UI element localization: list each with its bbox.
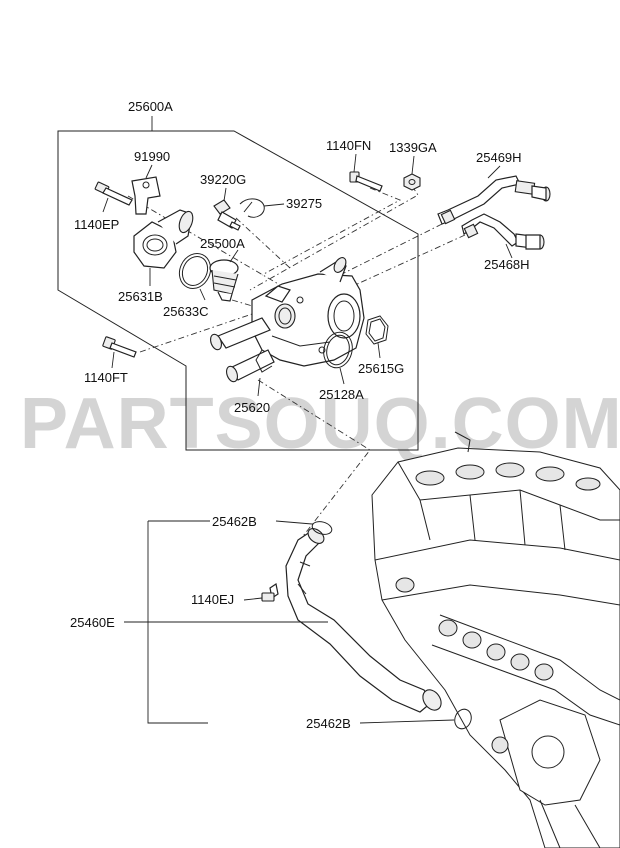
leader-25469H xyxy=(487,165,501,179)
label-25633C[interactable]: 25633C xyxy=(163,304,209,319)
label-25615G[interactable]: 25615G xyxy=(358,361,404,376)
nut-1339GA xyxy=(403,173,421,191)
leader-1140EP xyxy=(102,197,109,213)
leader-91990 xyxy=(145,164,153,179)
gasket-25615G xyxy=(365,315,389,345)
label-25469H[interactable]: 25469H xyxy=(476,150,522,165)
label-1339GA[interactable]: 1339GA xyxy=(389,140,437,155)
leader-1140FT xyxy=(111,351,115,369)
thermostat-assembly-box xyxy=(57,130,419,451)
pipe-25469H xyxy=(437,175,551,225)
label-1140FN[interactable]: 1140FN xyxy=(326,138,371,153)
clip-39275 xyxy=(239,198,265,218)
label-1140FT[interactable]: 1140FT xyxy=(84,370,128,385)
label-25462B-bottom[interactable]: 25462B xyxy=(306,716,351,731)
leader-1339GA xyxy=(411,155,415,175)
oring-25128A xyxy=(323,331,353,369)
gasket-25633C xyxy=(178,252,212,290)
label-39220G[interactable]: 39220G xyxy=(200,172,246,187)
leader-25468H xyxy=(505,243,513,259)
engine-block xyxy=(371,431,620,848)
label-25620[interactable]: 25620 xyxy=(234,400,270,415)
label-91990[interactable]: 91990 xyxy=(134,149,170,164)
oring-25462B-top xyxy=(311,521,333,535)
lower-bracket-leaders xyxy=(124,520,455,724)
label-1140EP[interactable]: 1140EP xyxy=(74,217,119,232)
bolt-1140EP xyxy=(94,181,133,206)
bolt-1140EJ xyxy=(261,583,279,602)
label-39275[interactable]: 39275 xyxy=(286,196,322,211)
housing-25620 xyxy=(210,257,365,383)
leader-25620 xyxy=(257,377,261,397)
bracket-91990 xyxy=(131,176,161,215)
leader-25500A xyxy=(229,249,239,263)
label-1140EJ[interactable]: 1140EJ xyxy=(191,592,234,607)
label-25128A[interactable]: 25128A xyxy=(319,387,364,402)
leader-25615G xyxy=(377,342,381,359)
outlet-fitting-25631B xyxy=(133,209,194,269)
label-25460E[interactable]: 25460E xyxy=(70,615,115,630)
bolt-1140FT xyxy=(102,336,137,358)
sensor-39220G xyxy=(213,199,241,231)
leader-1140EJ xyxy=(243,597,263,601)
leader-25128A xyxy=(339,367,345,385)
label-25600A[interactable]: 25600A xyxy=(128,99,173,114)
label-25500A[interactable]: 25500A xyxy=(200,236,245,251)
leader-1140FN xyxy=(353,153,357,173)
part-labels: 25600A 91990 1140EP 25631B 39220G 39275 … xyxy=(70,99,530,731)
thermostat-25500A xyxy=(209,259,239,302)
label-25631B[interactable]: 25631B xyxy=(118,289,163,304)
pipe-25468H xyxy=(461,213,545,250)
leader-39220G xyxy=(223,187,227,202)
bolt-1140FN xyxy=(349,171,383,192)
oring-25462B-bottom xyxy=(454,708,472,730)
label-25462B-top[interactable]: 25462B xyxy=(212,514,257,529)
label-25468H[interactable]: 25468H xyxy=(484,257,530,272)
leader-25633C xyxy=(199,288,206,301)
leader-39275 xyxy=(263,203,285,207)
